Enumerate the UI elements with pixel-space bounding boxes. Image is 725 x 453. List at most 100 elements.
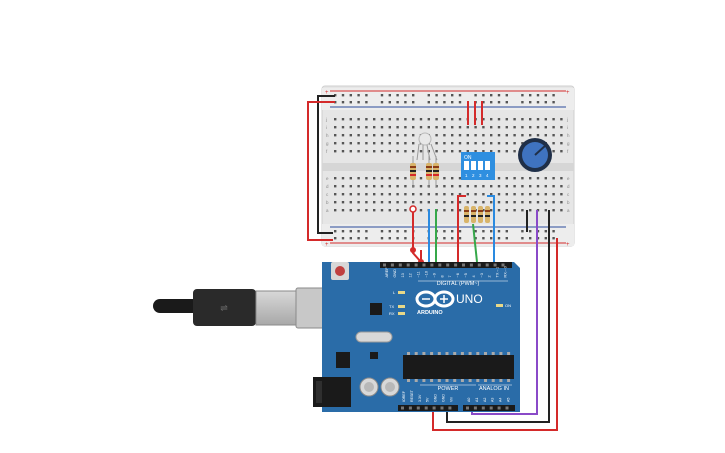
breadboard-hole[interactable] [396,150,399,153]
breadboard-hole[interactable] [482,126,485,129]
potentiometer[interactable] [518,138,552,172]
breadboard-hole[interactable] [490,209,493,212]
breadboard-hole[interactable] [419,150,423,153]
rail-hole[interactable] [357,230,360,233]
breadboard-hole[interactable] [365,201,368,204]
rail-hole[interactable] [443,94,446,97]
dip-resistor-3[interactable] [478,206,483,223]
breadboard-hole[interactable] [451,134,454,137]
rail-hole[interactable] [536,94,540,97]
dip-toggle-4[interactable] [485,161,490,170]
breadboard-hole[interactable] [349,209,352,212]
breadboard-hole[interactable] [474,150,477,153]
rail-hole[interactable] [396,237,399,240]
rail-hole[interactable] [544,230,547,233]
chip-pin[interactable] [407,379,410,382]
analog-pin-hole[interactable] [473,406,477,410]
breadboard-hole[interactable] [505,150,508,153]
breadboard-hole[interactable] [451,177,454,180]
rail-hole[interactable] [474,94,477,97]
breadboard-hole[interactable] [380,118,384,121]
breadboard-hole[interactable] [341,126,345,129]
breadboard-hole[interactable] [466,201,469,204]
breadboard-hole[interactable] [560,193,563,196]
breadboard-hole[interactable] [388,209,391,212]
chip-pin[interactable] [414,379,418,382]
rail-hole[interactable] [334,101,337,104]
breadboard-hole[interactable] [536,126,540,129]
wire-black-left-rail[interactable] [317,95,335,234]
digital-pin-hole[interactable] [430,263,434,267]
chip-pin[interactable] [453,352,457,355]
breadboard-hole[interactable] [396,193,399,196]
rail-hole[interactable] [443,230,446,233]
breadboard-hole[interactable] [552,209,555,212]
breadboard-hole[interactable] [380,150,384,153]
breadboard-hole[interactable] [458,185,462,188]
breadboard-hole[interactable] [536,134,540,137]
wire-blue-pin2[interactable] [487,195,495,262]
breadboard-hole[interactable] [435,150,438,153]
breadboard-hole[interactable] [419,177,423,180]
wire-red-pin7[interactable] [457,195,466,262]
breadboard-hole[interactable] [466,134,469,137]
digital-pin-hole[interactable] [414,263,418,267]
rail-hole[interactable] [334,237,337,240]
breadboard-hole[interactable] [513,209,516,212]
dip-resistor-2[interactable] [471,206,476,223]
breadboard-hole[interactable] [443,134,446,137]
rail-hole[interactable] [357,237,360,240]
breadboard-hole[interactable] [497,134,501,137]
rail-hole[interactable] [552,101,555,104]
breadboard-hole[interactable] [552,126,555,129]
breadboard-hole[interactable] [388,177,391,180]
rail-hole[interactable] [334,94,337,97]
breadboard-hole[interactable] [334,209,337,212]
breadboard-hole[interactable] [474,126,477,129]
breadboard-hole[interactable] [497,118,501,121]
rail-hole[interactable] [497,94,501,97]
rail-hole[interactable] [396,230,399,233]
breadboard-hole[interactable] [552,118,555,121]
power-pin-hole[interactable] [401,406,404,410]
usb-plug-metal[interactable] [255,290,297,326]
breadboard-hole[interactable] [458,126,462,129]
breadboard-hole[interactable] [544,185,547,188]
digital-pin-hole[interactable] [493,263,497,267]
rail-hole[interactable] [497,101,501,104]
breadboard-hole[interactable] [365,150,368,153]
breadboard-hole[interactable] [427,150,430,153]
rail-hole[interactable] [380,94,384,97]
breadboard-hole[interactable] [349,134,352,137]
breadboard-hole[interactable] [334,134,337,137]
led-resistors[interactable] [410,156,439,188]
breadboard-hole[interactable] [458,193,462,196]
rail-hole[interactable] [497,237,501,240]
breadboard-hole[interactable] [373,150,376,153]
breadboard-hole[interactable] [482,134,485,137]
breadboard-hole[interactable] [505,185,508,188]
breadboard-hole[interactable] [419,201,423,204]
breadboard-hole[interactable] [373,209,376,212]
breadboard-hole[interactable] [412,126,415,129]
breadboard-hole[interactable] [560,185,563,188]
breadboard-hole[interactable] [490,142,493,145]
breadboard-hole[interactable] [388,118,391,121]
breadboard-hole[interactable] [373,177,376,180]
rail-hole[interactable] [474,230,477,233]
breadboard-hole[interactable] [505,118,508,121]
breadboard-hole[interactable] [560,134,563,137]
power-pin-hole[interactable] [416,406,420,410]
rail-hole[interactable] [458,101,462,104]
breadboard-hole[interactable] [396,177,399,180]
breadboard-hole[interactable] [357,209,360,212]
power-pin-hole[interactable] [448,406,452,410]
breadboard-hole[interactable] [404,193,407,196]
rail-hole[interactable] [536,101,540,104]
breadboard-hole[interactable] [349,142,352,145]
power-pin-hole[interactable] [432,406,436,410]
dip-resistor-4[interactable] [485,206,490,223]
breadboard-hole[interactable] [544,134,547,137]
